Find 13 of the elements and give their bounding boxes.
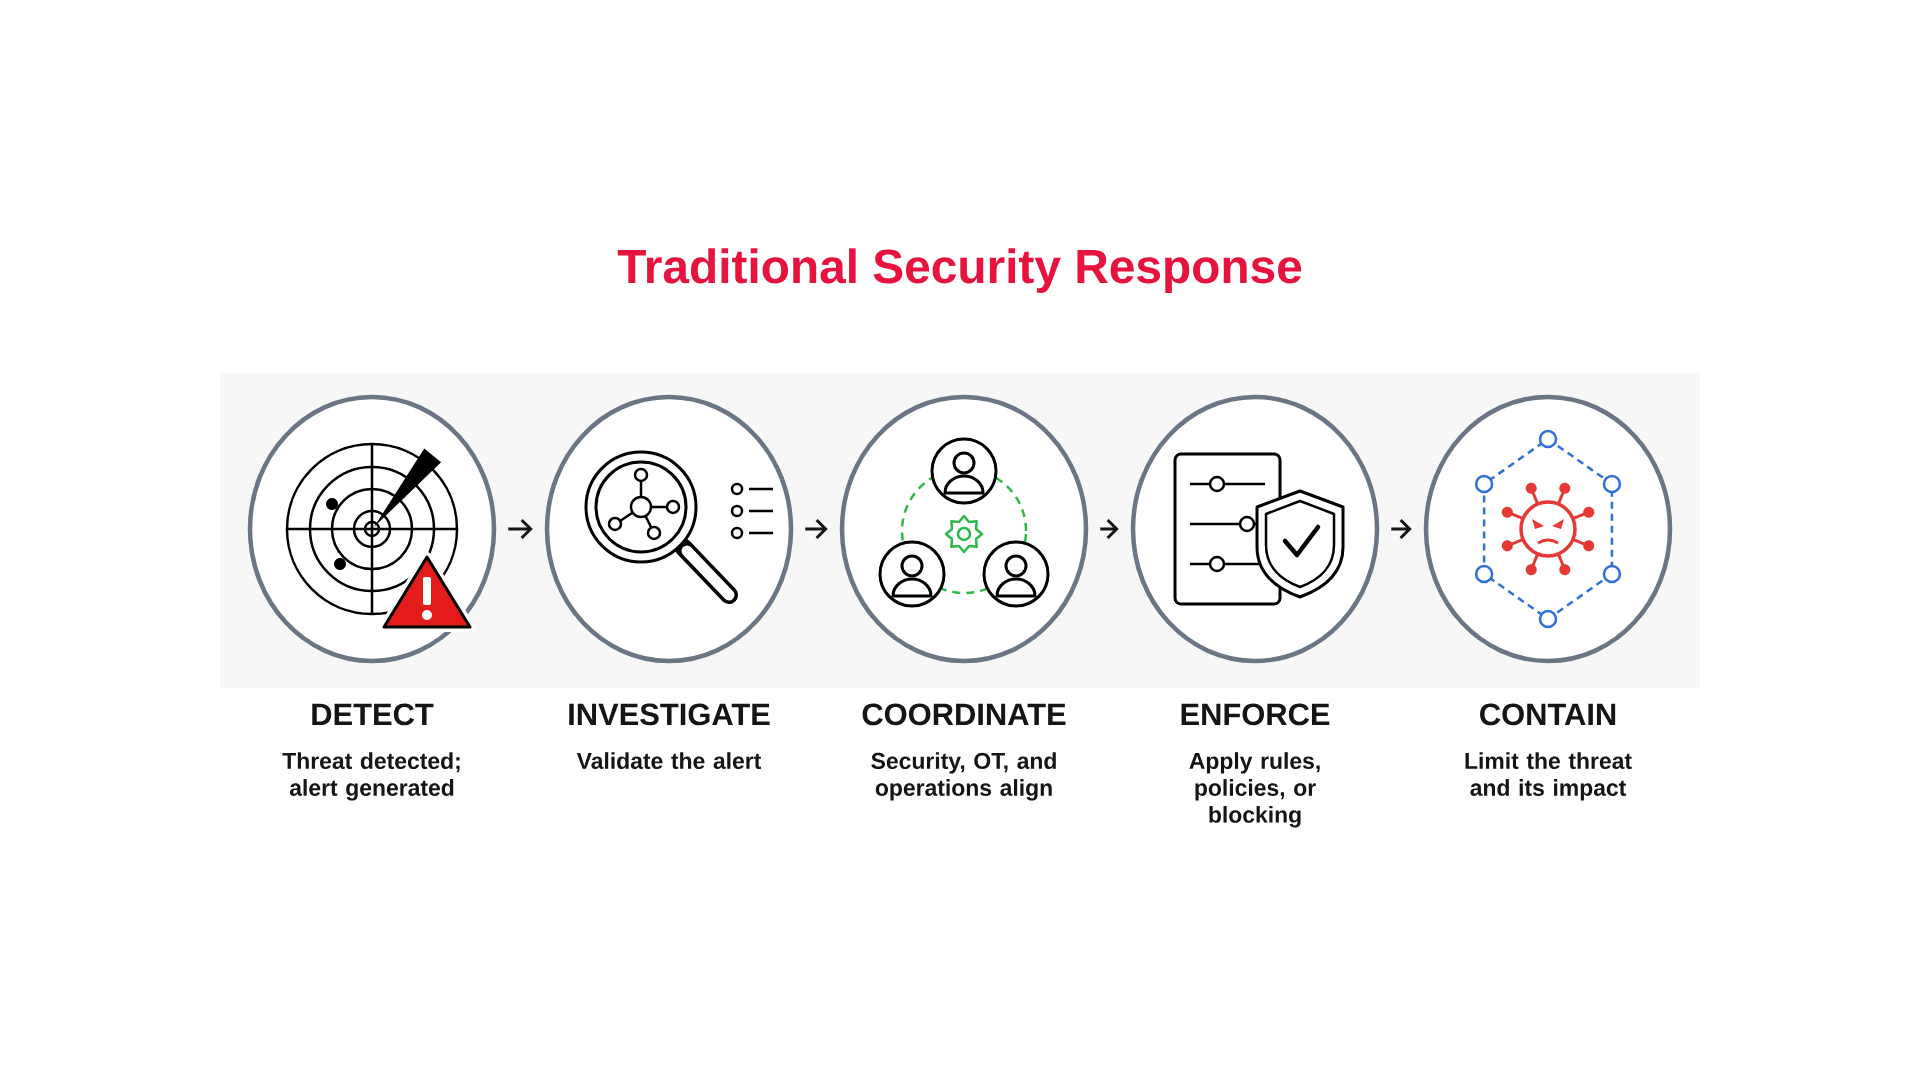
arrow [805,518,828,540]
step-description: Validate the alert [576,752,762,769]
step-description: Apply rules, policies, or blocking [1189,752,1320,828]
step-title: ENFORCE [1181,703,1330,726]
step-title: COORDINATE [862,703,1066,726]
arrow [508,518,533,540]
step-title: INVESTIGATE [569,703,770,726]
step-description: Limit the threat and its impact [1465,752,1632,801]
title: Traditional Security Response [617,248,1302,293]
step-title: CONTAIN [1480,703,1616,726]
step-description: Threat detected; alert generated [282,752,460,801]
step-title: DETECT [312,703,434,726]
step-description: Security, OT, and operations align [871,752,1056,801]
